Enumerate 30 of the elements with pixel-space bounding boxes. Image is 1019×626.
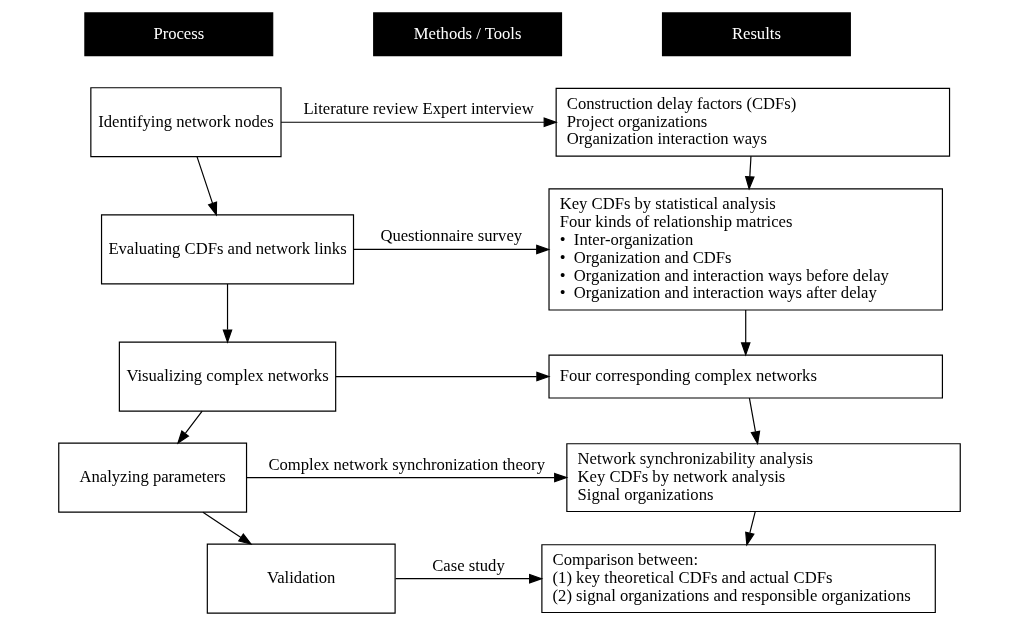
node-box: Methods / Tools — [373, 12, 563, 57]
arrow — [395, 573, 544, 584]
arrow — [246, 472, 569, 483]
arrow — [196, 156, 218, 217]
arrow — [280, 117, 558, 128]
node-box: Construction delay factors (CDFs) Project organizations Organization interaction ways — [555, 87, 951, 157]
arrow — [353, 244, 551, 255]
arrow — [335, 371, 551, 382]
node-box: Four corresponding complex networks — [548, 354, 943, 399]
node-box: Comparison between: (1) key theoretical CDFs and actual CDFs (2) signal organizations and responsible organizations — [541, 544, 936, 614]
node-box: Visualizing complex networks — [118, 341, 337, 412]
node-box: Identifying network nodes — [90, 87, 282, 158]
node-box: Analyzing parameters — [58, 442, 248, 513]
arrow — [745, 511, 756, 547]
node-box: Key CDFs by statistical analysis Four kinds of relationship matrices • Inter-organization • Organization and CDFs • Organization and interaction ways before delay • Organization and interaction ways after delay — [548, 188, 943, 311]
node-box: Results — [661, 12, 851, 57]
node-box: Network synchronizability analysis Key CDFs by network analysis Signal organizations — [566, 443, 961, 513]
node-box: Process — [84, 12, 274, 57]
arrow — [222, 283, 233, 344]
arrow — [744, 155, 755, 191]
arrow — [740, 309, 751, 357]
edge-label: Questionnaire survey — [380, 226, 523, 246]
arrow — [176, 410, 203, 445]
edge-label: Literature review Expert interview — [303, 99, 534, 119]
arrow — [202, 511, 253, 546]
edge-label: Case study — [432, 555, 505, 575]
node-box: Evaluating CDFs and network links — [100, 214, 355, 285]
arrow — [748, 397, 761, 446]
edge-label: Complex network synchronization theory — [268, 454, 545, 474]
node-box: Validation — [206, 543, 396, 614]
